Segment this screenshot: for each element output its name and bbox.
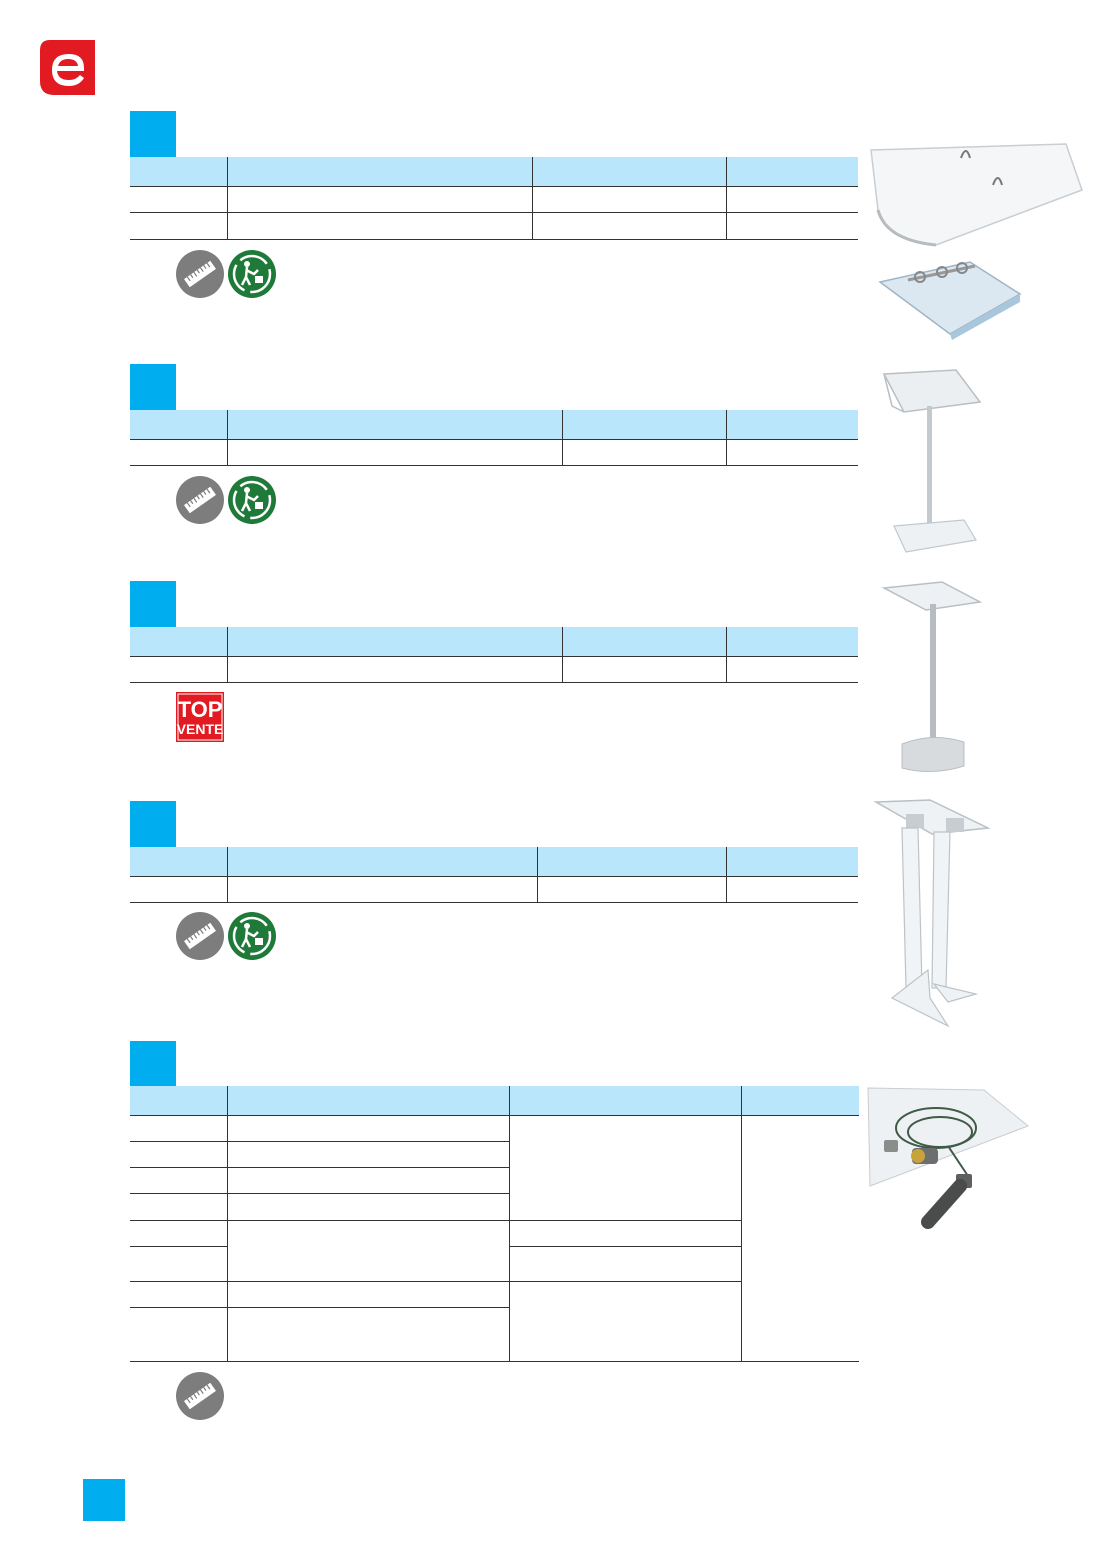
table-divider: [130, 902, 858, 903]
table-divider: [130, 239, 858, 240]
table-divider: [130, 656, 858, 657]
section-marker: [130, 111, 176, 157]
product-table: [130, 410, 858, 466]
section-marker: [130, 581, 176, 627]
table-header-row: [130, 410, 858, 440]
table-col-divider: [227, 157, 228, 240]
table-divider: [130, 1167, 509, 1168]
table-col-divider: [532, 157, 533, 240]
table-col-divider: [227, 847, 228, 903]
recycling-icon: [228, 250, 276, 298]
table-divider: [130, 876, 858, 877]
table-divider: [130, 1193, 509, 1194]
recycling-icon: [228, 476, 276, 524]
top-vente-line2: VENTE: [177, 721, 224, 737]
table-divider: [130, 186, 858, 187]
table-divider: [130, 465, 858, 466]
acrylic-binder-lectern-image: [878, 261, 1022, 340]
ruler-icon: [176, 912, 224, 960]
table-col-divider: [741, 1086, 742, 1362]
top-vente-badge: TOP VENTE: [176, 692, 224, 742]
table-header-row: [130, 847, 858, 877]
product-table: [130, 627, 858, 683]
table-col-divider: [726, 157, 727, 240]
ruler-icon: [176, 476, 224, 524]
standing-lectern-round-base-image: [882, 369, 982, 553]
top-vente-line1: TOP: [178, 697, 223, 722]
acrylic-desk-lectern-image: [870, 143, 1083, 247]
section-marker: [130, 364, 176, 410]
table-col-divider: [537, 847, 538, 903]
table-col-divider: [562, 410, 563, 466]
section-marker: [130, 801, 176, 847]
ruler-icon: [176, 250, 224, 298]
table-divider: [130, 1361, 859, 1362]
table-divider: [130, 1141, 509, 1142]
acrylic-double-column-lectern-image: [873, 799, 991, 1028]
ruler-icon: [176, 1372, 224, 1420]
table-col-divider: [227, 1086, 228, 1362]
table-col-divider: [726, 410, 727, 466]
page-tab-marker: [83, 1479, 125, 1521]
table-col-divider: [562, 627, 563, 683]
brand-logo-icon: [40, 40, 95, 95]
table-divider: [130, 1246, 227, 1247]
product-table: [130, 157, 858, 240]
table-divider: [130, 1115, 859, 1116]
table-divider: [130, 439, 858, 440]
table-col-divider: [227, 410, 228, 466]
standing-lectern-metal-base-image: [881, 581, 983, 772]
table-divider: [130, 1307, 509, 1308]
table-divider: [130, 682, 858, 683]
table-col-divider: [227, 627, 228, 683]
table-divider: [130, 212, 858, 213]
recycling-icon: [228, 912, 276, 960]
table-divider: [130, 1220, 741, 1221]
table-header-row: [130, 627, 858, 657]
table-divider: [130, 1281, 741, 1282]
table-header-row: [130, 1086, 859, 1116]
table-header-row: [130, 157, 858, 187]
table-col-divider: [726, 847, 727, 903]
cable-suspension-kit-image: [867, 1087, 1029, 1229]
table-divider: [509, 1246, 741, 1247]
product-table: [130, 847, 858, 903]
table-col-divider: [509, 1086, 510, 1362]
product-table: [130, 1086, 859, 1362]
table-col-divider: [726, 627, 727, 683]
section-marker: [130, 1041, 176, 1087]
